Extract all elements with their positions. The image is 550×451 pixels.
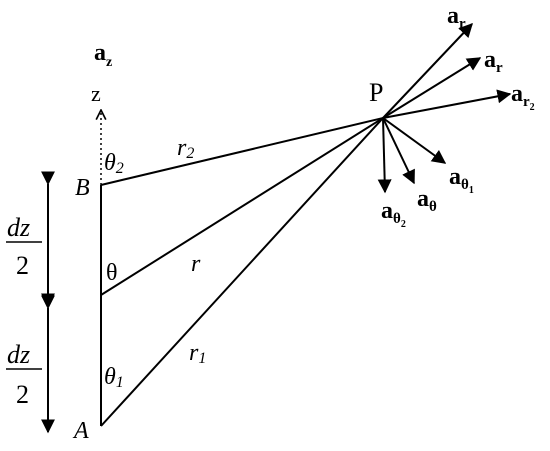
- label-r: r: [191, 251, 201, 277]
- label-z: z: [91, 81, 101, 106]
- label-ar1: ar1: [447, 3, 471, 35]
- ray-r2: [100, 117, 384, 186]
- label-ar: ar: [484, 47, 503, 76]
- label-dz-upper-den: 2: [16, 251, 29, 280]
- label-theta1: θ1: [104, 364, 124, 391]
- label-r1: r1: [189, 340, 206, 367]
- vector-ar2: [382, 89, 512, 119]
- label-theta: θ: [106, 260, 118, 286]
- label-theta2: θ2: [104, 150, 124, 177]
- label-dz-lower-den: 2: [16, 380, 29, 409]
- label-ar2: ar2: [511, 81, 535, 113]
- vector-atheta2: [377, 117, 392, 194]
- vector-atheta1: [382, 117, 447, 164]
- label-dz-lower-num: dz: [7, 340, 30, 369]
- label-dz-upper-num: dz: [7, 213, 30, 242]
- label-r2: r2: [177, 135, 194, 162]
- label-b: B: [75, 175, 90, 201]
- label-atheta: aθ: [417, 186, 437, 215]
- label-az: az: [94, 40, 112, 70]
- label-atheta1: aθ1: [449, 164, 474, 196]
- vector-atheta: [382, 117, 415, 185]
- label-atheta2: aθ2: [381, 198, 406, 230]
- vector-ar: [382, 57, 482, 119]
- ray-r: [100, 117, 384, 296]
- ray-r1: [100, 117, 384, 427]
- label-p: P: [369, 78, 383, 107]
- vector-ar1: [382, 22, 473, 119]
- label-a: A: [72, 418, 89, 444]
